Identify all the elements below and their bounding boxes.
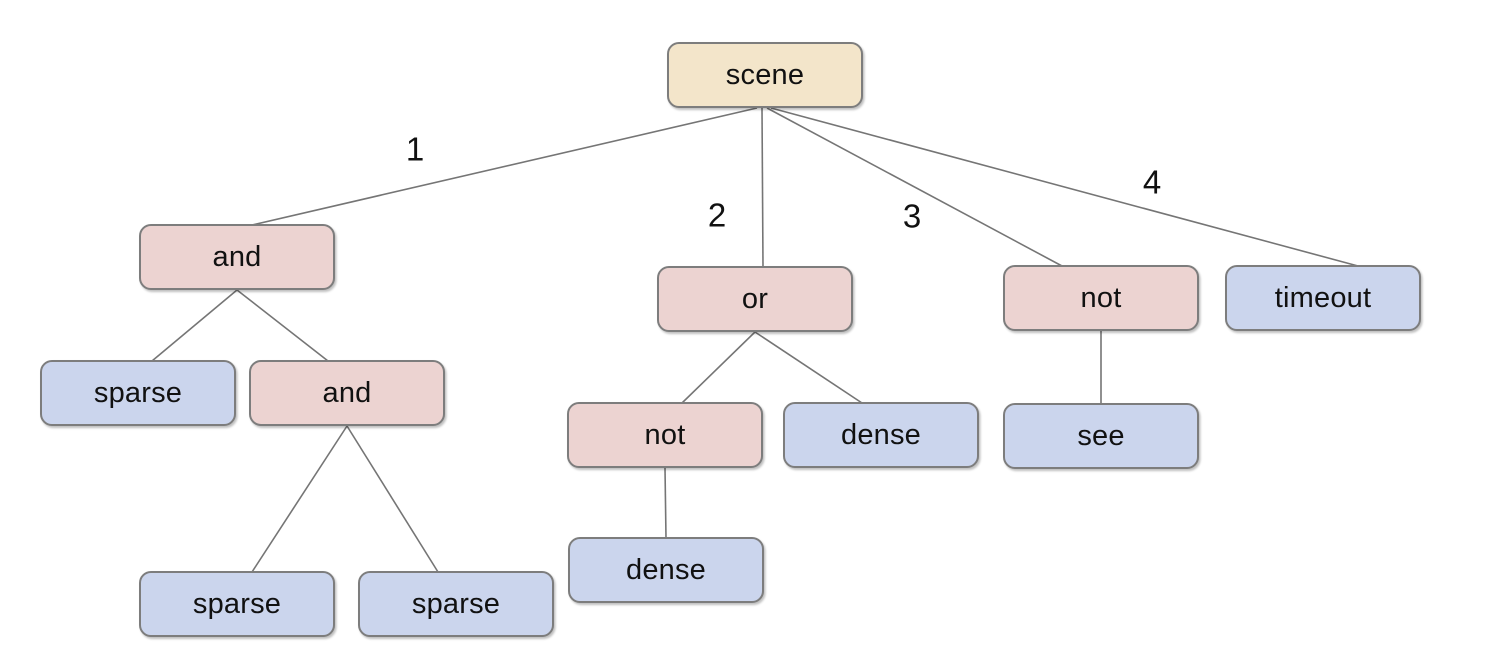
edge-and-2-to-sparse-3 — [346, 425, 439, 573]
node-dense-bottom: dense — [568, 537, 764, 603]
node-label-dense-mid: dense — [840, 418, 921, 451]
node-scene: scene — [667, 42, 863, 108]
edge-label-4: 4 — [1142, 163, 1162, 201]
node-label-scene: scene — [725, 58, 805, 91]
node-and-2: and — [249, 360, 445, 426]
edge-and-1-to-sparse-1 — [151, 289, 238, 362]
edge-not-mid-to-dense-bottom — [664, 467, 667, 539]
node-or-1: or — [657, 266, 853, 332]
edge-scene-to-or-1 — [761, 107, 764, 268]
node-label-timeout: timeout — [1274, 281, 1372, 314]
node-dense-mid: dense — [783, 402, 979, 468]
edge-label-1: 1 — [405, 130, 425, 168]
node-not-right: not — [1003, 265, 1199, 331]
node-label-sparse-2: sparse — [192, 587, 282, 620]
edge-scene-to-and-1 — [251, 107, 758, 226]
node-see: see — [1003, 403, 1199, 469]
edge-and-2-to-sparse-2 — [251, 425, 348, 573]
node-sparse-1: sparse — [40, 360, 236, 426]
edge-and-1-to-and-2 — [236, 289, 329, 362]
edge-or-1-to-dense-mid — [754, 331, 863, 404]
node-label-and-2: and — [322, 376, 372, 409]
edge-scene-to-timeout — [770, 107, 1359, 267]
edge-label-3: 3 — [902, 197, 922, 235]
node-label-dense-bottom: dense — [625, 553, 706, 586]
node-label-or-1: or — [741, 282, 769, 315]
edge-or-1-to-not-mid — [681, 331, 756, 404]
node-and-1: and — [139, 224, 335, 290]
node-timeout: timeout — [1225, 265, 1421, 331]
node-label-sparse-3: sparse — [411, 587, 501, 620]
node-label-and-1: and — [212, 240, 262, 273]
node-label-not-right: not — [1080, 281, 1122, 314]
node-sparse-3: sparse — [358, 571, 554, 637]
node-label-see: see — [1077, 419, 1125, 452]
node-not-mid: not — [567, 402, 763, 468]
node-label-sparse-1: sparse — [93, 376, 183, 409]
edge-label-2: 2 — [707, 196, 727, 234]
node-sparse-2: sparse — [139, 571, 335, 637]
node-label-not-mid: not — [644, 418, 686, 451]
edge-scene-to-not-right — [766, 107, 1063, 267]
